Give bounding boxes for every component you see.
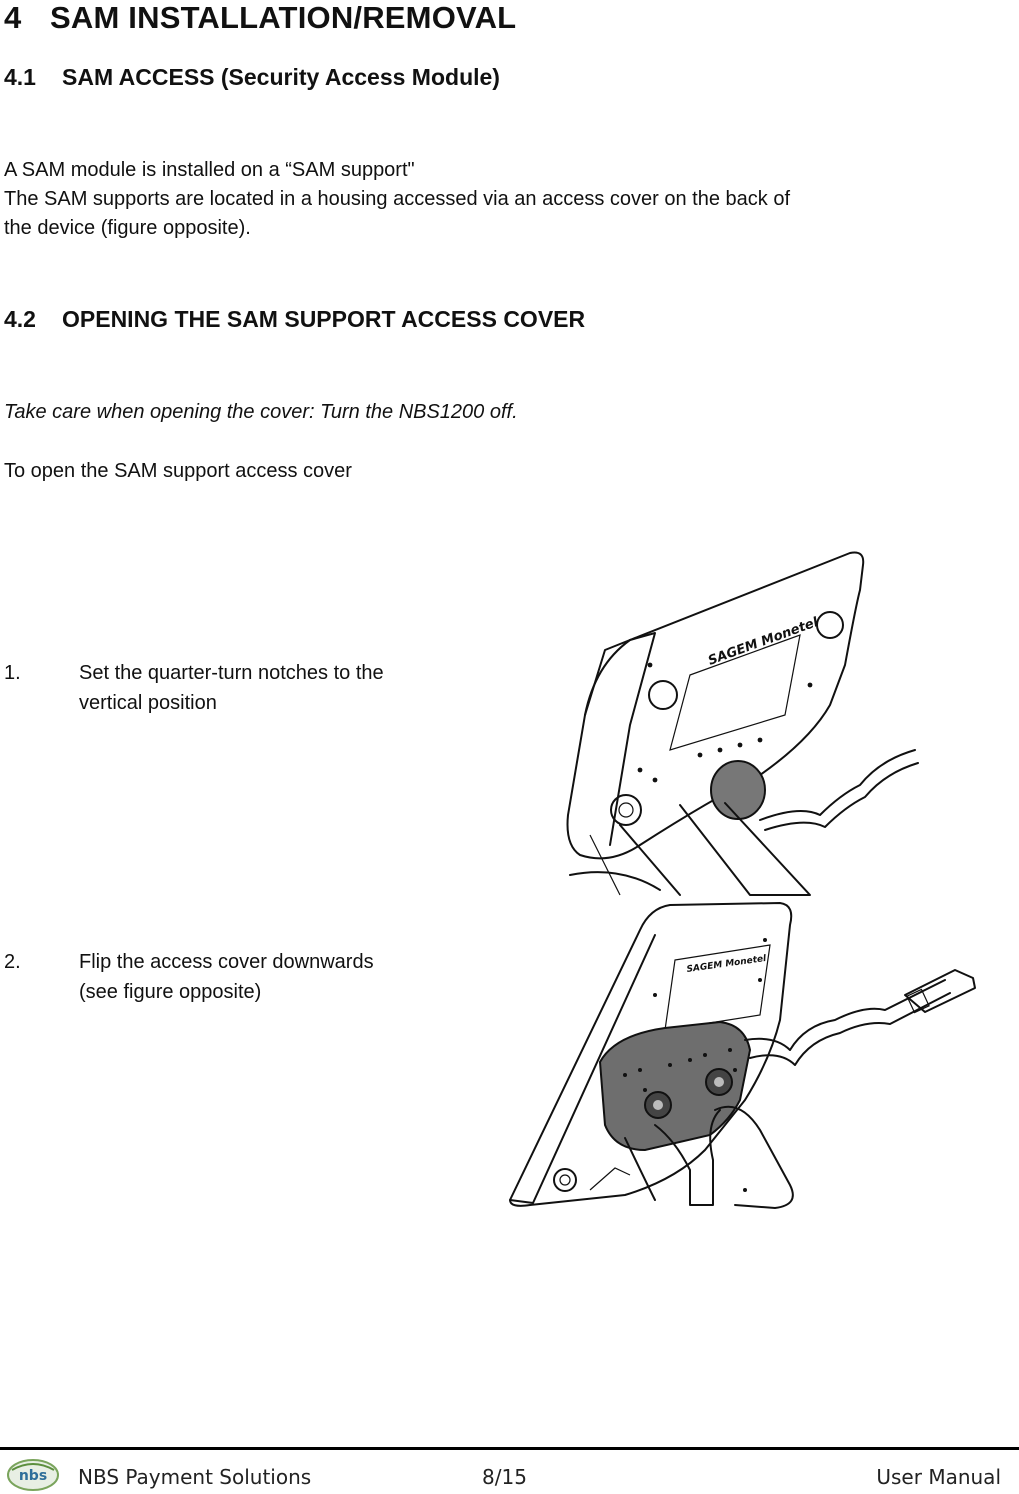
subsection-number: 4.1 xyxy=(4,64,36,90)
subsection-title: SAM ACCESS (Security Access Module) xyxy=(62,64,500,90)
subsection-number: 4.2 xyxy=(4,306,36,332)
step-number: 1. xyxy=(4,662,21,684)
intro-line: the device (figure opposite). xyxy=(4,217,251,239)
step-line: Set the quarter-turn notches to the xyxy=(79,662,384,684)
section-heading: 4 SAM INSTALLATION/REMOVAL xyxy=(4,0,516,36)
logo-text: nbs xyxy=(19,1468,47,1484)
access-cover-figure: SAGEM Monetel xyxy=(509,902,976,1209)
step-text: Flip the access cover downwards (see fig… xyxy=(79,947,479,1007)
step-line: (see figure opposite) xyxy=(79,981,262,1003)
caution-note: Take care when opening the cover: Turn t… xyxy=(4,401,518,423)
brand-label: SAGEM Monetel xyxy=(686,954,768,975)
footer-doc-type: User Manual xyxy=(876,1465,1001,1489)
section-number: 4 xyxy=(4,0,22,35)
step-line: vertical position xyxy=(79,692,217,714)
footer-divider xyxy=(0,1447,1019,1450)
brand-label: SAGEM Monetel xyxy=(706,615,821,669)
subsection-heading-4-2: 4.2 OPENING THE SAM SUPPORT ACCESS COVER xyxy=(4,306,585,333)
step-text: Set the quarter-turn notches to the vert… xyxy=(79,658,479,718)
quarter-turn-notch xyxy=(710,760,766,820)
sam-access-cover xyxy=(598,1020,752,1152)
step-number: 2. xyxy=(4,951,21,973)
intro-paragraph: A SAM module is installed on a “SAM supp… xyxy=(4,156,790,243)
lead-text: To open the SAM support access cover xyxy=(4,460,352,482)
footer-page-number: 8/15 xyxy=(482,1465,527,1489)
step-2: 2. Flip the access cover downwards (see … xyxy=(4,947,484,1007)
step-1: 1. Set the quarter-turn notches to the v… xyxy=(4,658,484,718)
nbs-logo-icon: nbs xyxy=(7,1459,59,1491)
subsection-heading-4-1: 4.1 SAM ACCESS (Security Access Module) xyxy=(4,64,500,91)
intro-line: A SAM module is installed on a “SAM supp… xyxy=(4,159,415,181)
section-title: SAM INSTALLATION/REMOVAL xyxy=(50,0,517,35)
intro-line: The SAM supports are located in a housin… xyxy=(4,188,790,210)
footer-company: NBS Payment Solutions xyxy=(78,1465,312,1489)
step-line: Flip the access cover downwards xyxy=(79,951,374,973)
terminal-back-figure: SAGEM Monetel xyxy=(566,551,919,896)
subsection-title: OPENING THE SAM SUPPORT ACCESS COVER xyxy=(62,306,586,332)
